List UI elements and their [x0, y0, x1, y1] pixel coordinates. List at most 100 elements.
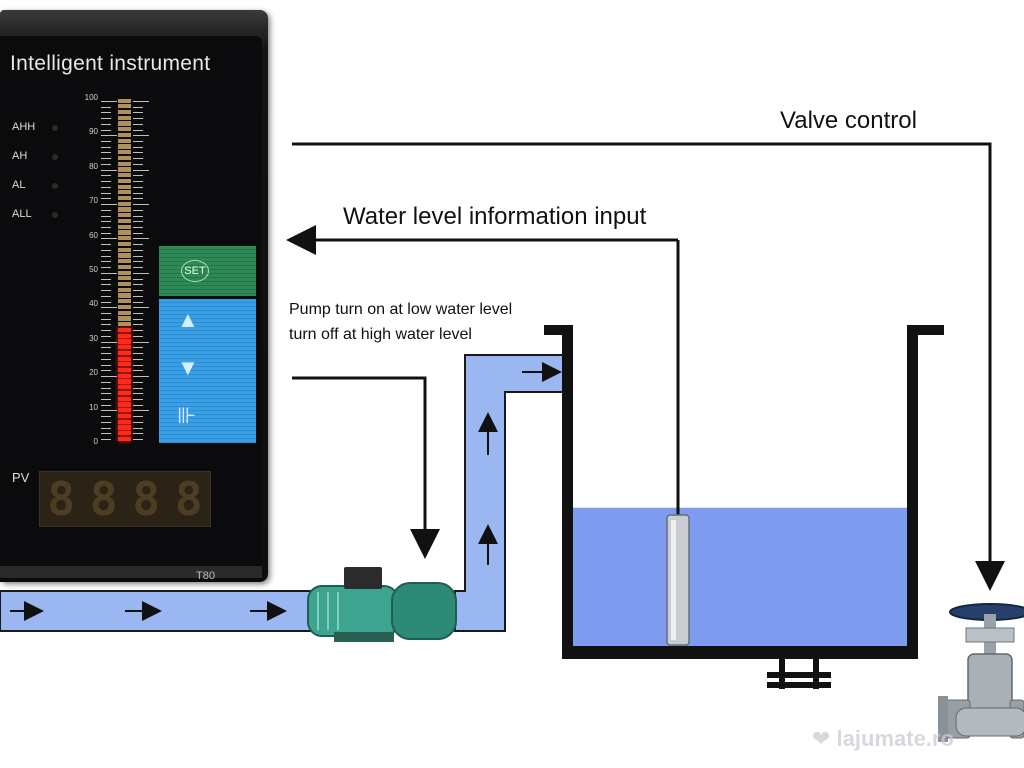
bargraph-segment: [118, 241, 131, 247]
shift-button[interactable]: ⊪: [159, 395, 256, 443]
bargraph-segment: [118, 385, 131, 390]
scale-tick-mark: [133, 255, 143, 257]
scale-tick-mark: [101, 169, 117, 171]
scale-tick-mark: [133, 249, 143, 251]
scale-tick-mark: [133, 175, 143, 177]
bargraph-segment: [118, 322, 131, 327]
scale-tick-mark: [133, 112, 143, 114]
scale-tick-mark: [101, 301, 111, 303]
bargraph-segment: [118, 350, 131, 355]
scale-tick-mark: [101, 209, 111, 211]
scale-tick-mark: [133, 100, 149, 102]
scale-tick-label: 80: [89, 161, 98, 171]
scale-tick-mark: [101, 204, 117, 206]
level-sensor: [666, 514, 690, 646]
pv-label: PV: [12, 470, 30, 485]
pump: [307, 567, 457, 642]
bargraph-segment: [118, 230, 131, 235]
scale-tick-mark: [101, 313, 111, 314]
bargraph-segment: [118, 195, 131, 201]
scale-tick-mark: [101, 347, 111, 349]
bargraph-segment: [118, 419, 131, 424]
shift-icon: ⊪: [177, 403, 197, 428]
pv-digit: 8: [132, 472, 161, 526]
scale-tick-mark: [133, 364, 143, 366]
bargraph-segment: [118, 167, 131, 172]
scale-tick-mark: [133, 267, 143, 269]
scale-tick-mark: [133, 353, 143, 355]
intelligent-instrument: Intelligent instrument AHH AH AL ALL 100…: [0, 10, 268, 582]
scale-tick-mark: [133, 335, 143, 337]
scale-tick-label: 40: [89, 299, 98, 309]
bargraph-segment: [118, 201, 131, 206]
scale-tick-mark: [133, 272, 149, 274]
bargraph-segment: [118, 144, 131, 149]
bargraph-segment: [118, 224, 131, 229]
alarm-label-al: AL: [12, 179, 26, 191]
scale-tick-mark: [101, 416, 111, 418]
scale-tick-mark: [101, 129, 111, 131]
scale-tick-mark: [133, 192, 143, 194]
bargraph-segment: [118, 367, 131, 373]
bargraph-segment: [118, 218, 131, 224]
pv-display: 8 8 8 8: [39, 471, 211, 527]
scale-tick-mark: [101, 123, 111, 125]
bargraph-segment: [118, 436, 131, 441]
scale-tick-mark: [101, 393, 111, 395]
riser-pipe: [454, 354, 573, 632]
scale-tick-mark: [101, 118, 111, 120]
scale-tick-mark: [101, 181, 111, 183]
instrument-title: Intelligent instrument: [10, 52, 211, 75]
bargraph-segment: [118, 413, 131, 419]
alarm-label-all: ALL: [12, 208, 32, 220]
alarm-label-ahh: AHH: [12, 121, 36, 133]
bargraph-segment: [118, 379, 131, 384]
set-button[interactable]: SET: [159, 246, 256, 296]
up-button[interactable]: ▲: [159, 299, 256, 347]
bargraph-segment: [118, 345, 131, 350]
bargraph-segment: [118, 173, 131, 178]
bargraph-segment: [118, 178, 131, 183]
scale-tick-mark: [133, 238, 149, 240]
scale-tick-mark: [133, 370, 143, 372]
bargraph-segment: [118, 408, 131, 413]
down-button[interactable]: ▼: [159, 347, 256, 395]
scale-tick-mark: [133, 381, 143, 383]
scale-tick-label: 20: [89, 368, 98, 378]
scale-tick-mark: [101, 307, 117, 309]
bargraph-segment: [118, 396, 131, 401]
bargraph-segment: [118, 109, 131, 115]
scale-tick-label: 10: [89, 402, 98, 412]
scale-tick-mark: [133, 227, 143, 228]
scale-tick-mark: [101, 221, 111, 223]
bargraph-segment: [118, 402, 131, 407]
scale-tick-mark: [133, 146, 143, 148]
scale-tick-mark: [101, 255, 111, 257]
bargraph-segment: [118, 98, 131, 103]
model-label: T80: [196, 570, 215, 582]
bargraph-segment: [118, 104, 131, 109]
scale-tick-mark: [101, 290, 111, 292]
water-level-input-label: Water level information input: [343, 203, 647, 230]
scale-tick-mark: [101, 198, 111, 200]
bargraph-segment: [118, 276, 131, 281]
scale-tick-mark: [101, 146, 111, 148]
set-button-label: SET: [181, 260, 209, 282]
bargraph-segment: [118, 373, 131, 378]
scale-tick-label: 60: [89, 230, 98, 240]
scale-tick-mark: [101, 335, 111, 337]
scale-tick-mark: [133, 399, 143, 400]
scale-tick-mark: [133, 106, 143, 108]
signal-lines: [286, 142, 1005, 591]
scale-tick-mark: [101, 158, 111, 160]
scale-tick-mark: [133, 261, 143, 263]
tank-water: [573, 507, 907, 646]
scale-tick-mark: [101, 404, 111, 406]
instrument-bottom-strip: [0, 566, 262, 578]
bargraph-segment: [118, 264, 131, 269]
scale-tick-mark: [101, 249, 111, 251]
alarm-led-al: [52, 183, 58, 189]
bargraph-segment: [118, 132, 131, 138]
scale-tick-mark: [133, 284, 143, 286]
